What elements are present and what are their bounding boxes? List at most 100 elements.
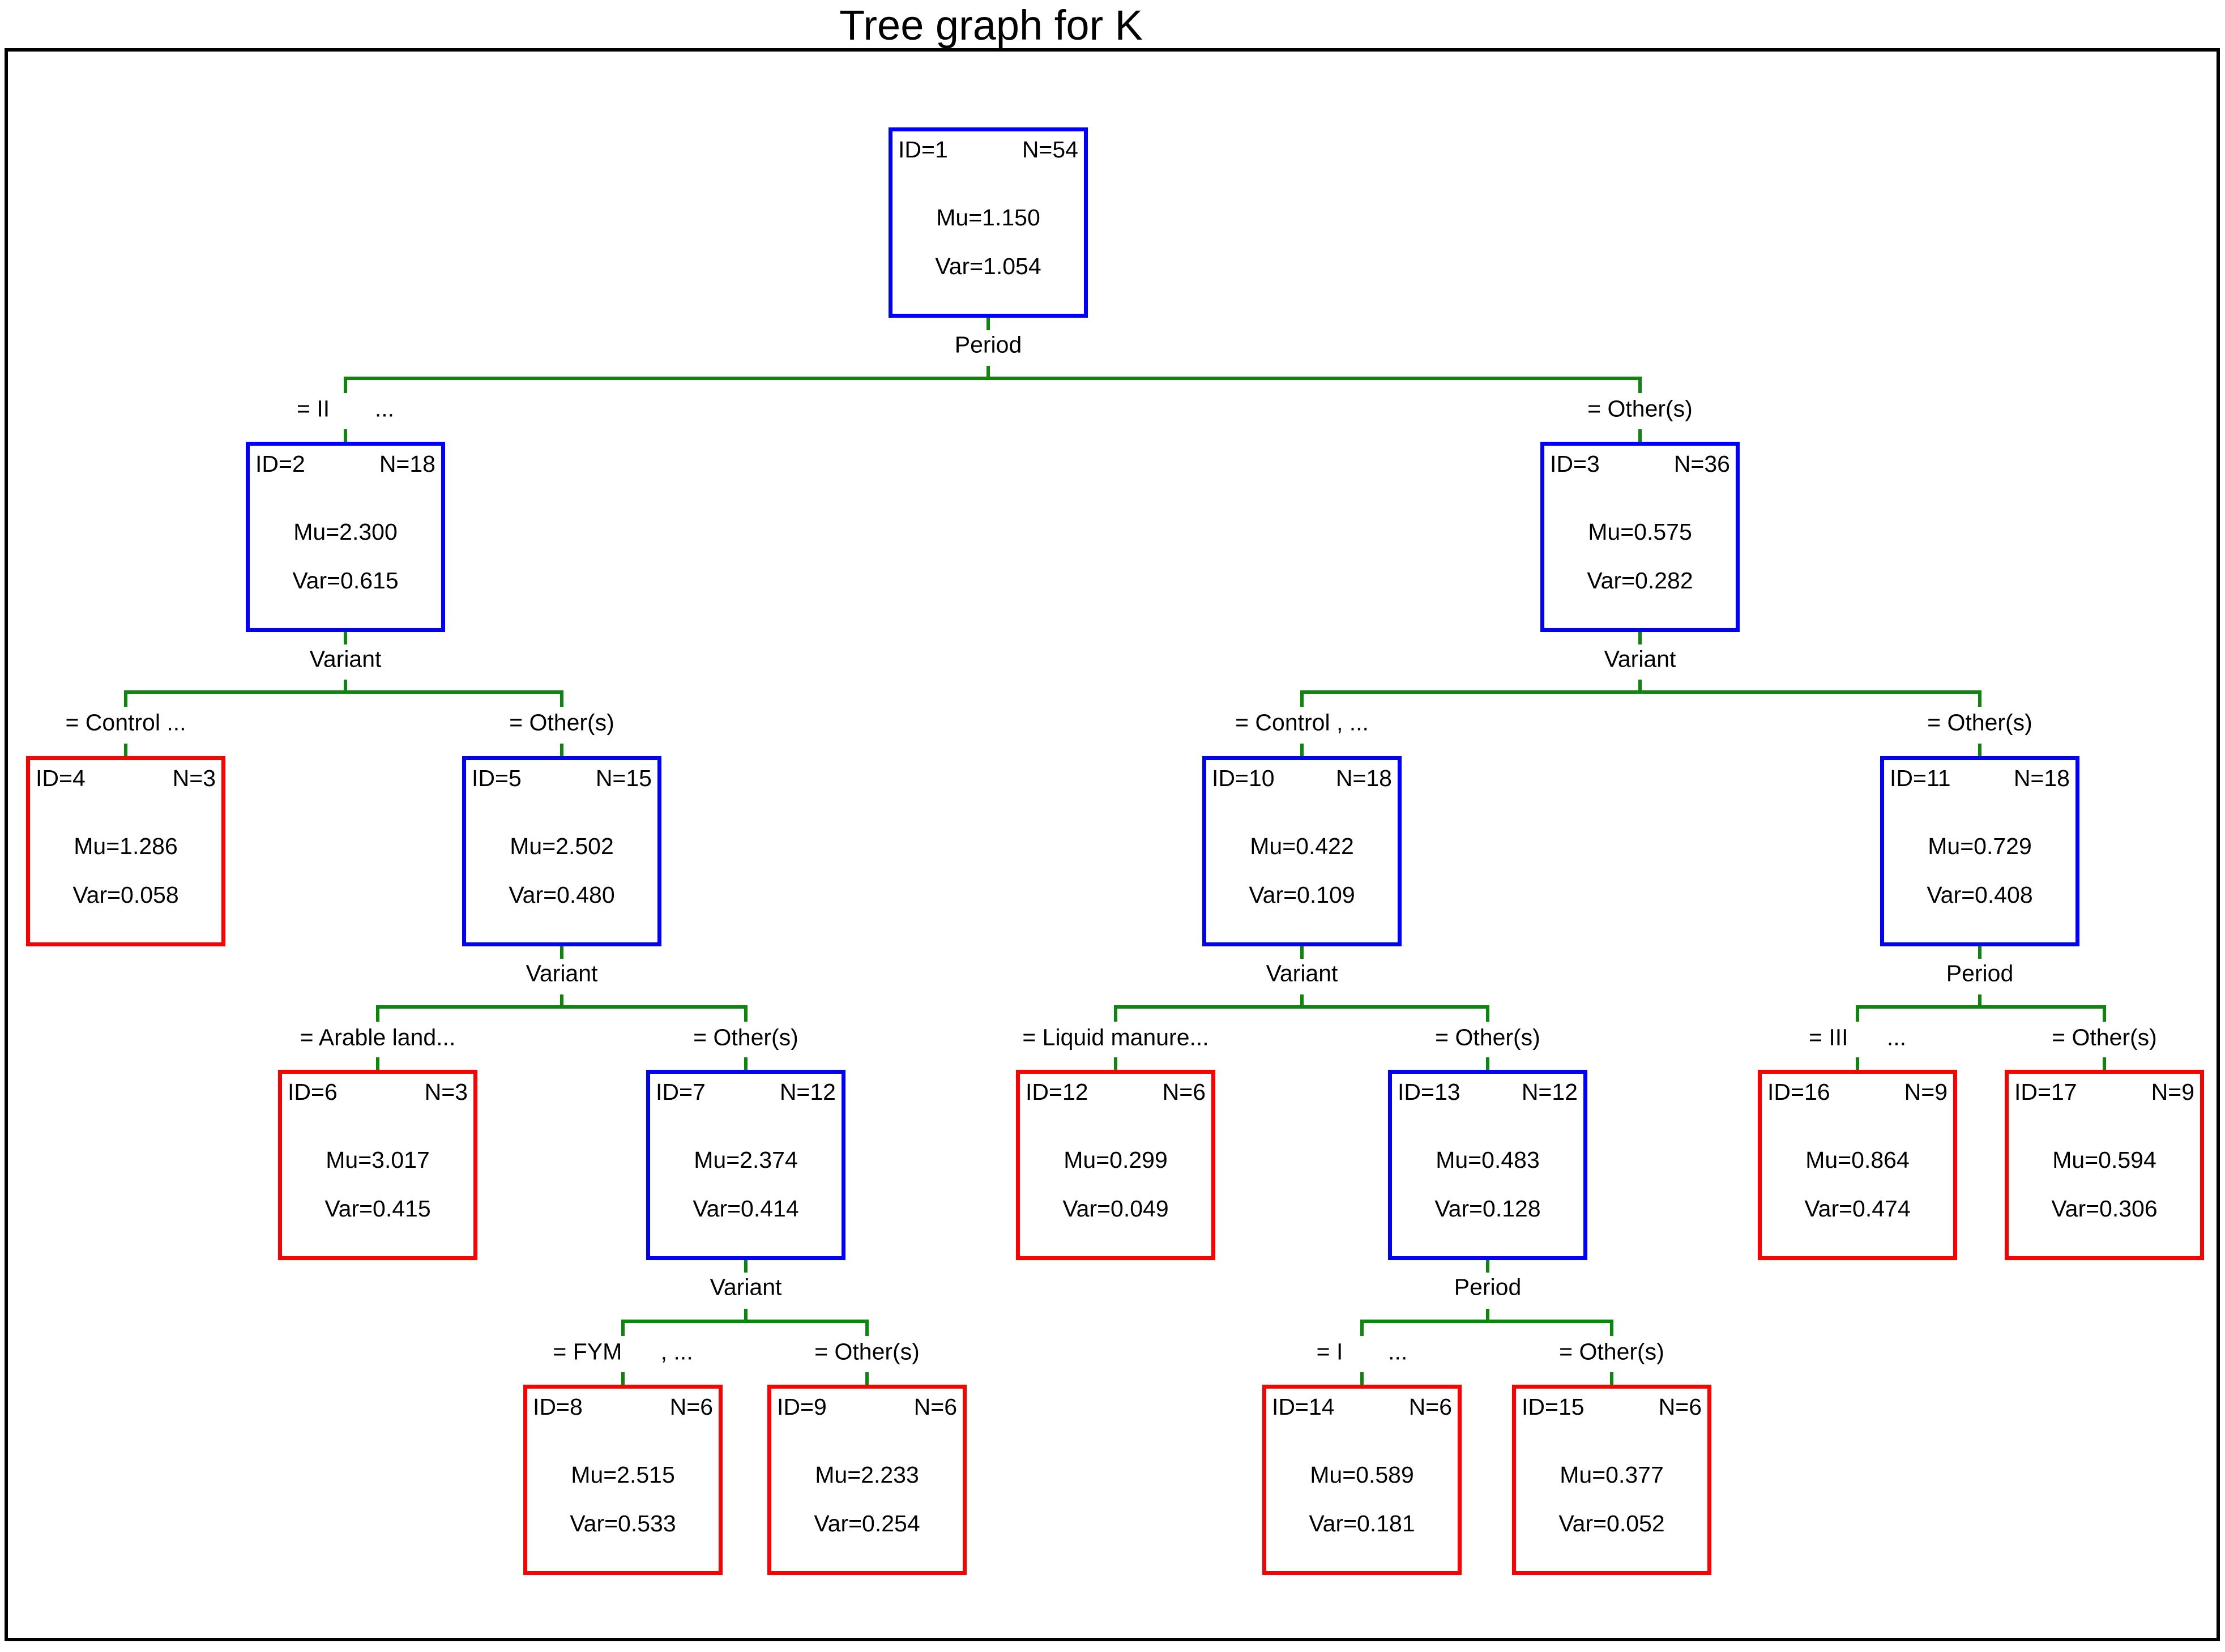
connector-parent-tick xyxy=(744,1260,748,1273)
connector-end-tick xyxy=(344,378,347,393)
node-var-label: Var=0.306 xyxy=(2051,1196,2158,1222)
connector-horizontal-line xyxy=(621,1320,869,1323)
connector-horizontal-line xyxy=(376,1005,748,1009)
connector-child-tick xyxy=(1114,1057,1117,1070)
node-var-label: Var=0.474 xyxy=(1804,1196,1911,1222)
connector-horizontal-line xyxy=(124,690,563,694)
node-mu-label: Mu=0.864 xyxy=(1805,1147,1910,1173)
node-id-label: ID=14 xyxy=(1272,1394,1335,1420)
node-var-label: Var=0.049 xyxy=(1062,1196,1169,1222)
node-var-label: Var=0.480 xyxy=(509,882,615,908)
branch-condition-label: = FYM , ... xyxy=(553,1338,693,1365)
plot-border xyxy=(5,48,2220,1641)
node-var-label: Var=0.052 xyxy=(1558,1510,1665,1536)
split-variable-label: Variant xyxy=(1604,646,1676,672)
connector-parent-tick xyxy=(560,946,563,959)
branch-condition-label: = Other(s) xyxy=(1927,709,2032,736)
branch-condition-label: = Other(s) xyxy=(693,1024,798,1051)
node-n-label: N=3 xyxy=(424,1079,468,1105)
node-var-label: Var=0.254 xyxy=(814,1510,920,1536)
connector-child-tick xyxy=(744,1057,748,1070)
node-id-label: ID=11 xyxy=(1890,765,1951,791)
node-mu-label: Mu=0.483 xyxy=(1436,1147,1540,1173)
connector-parent-tick xyxy=(1978,946,1981,959)
node-mu-label: Mu=2.515 xyxy=(571,1462,675,1488)
node-id-label: ID=9 xyxy=(777,1394,827,1420)
connector-prejoin-tick xyxy=(344,680,347,692)
node-var-label: Var=0.615 xyxy=(292,567,399,594)
connector-end-tick xyxy=(865,1321,869,1336)
node-id-label: ID=4 xyxy=(36,765,86,791)
branch-condition-label: = Control ... xyxy=(65,709,186,736)
node-mu-label: Mu=3.017 xyxy=(326,1147,430,1173)
connector-parent-tick xyxy=(986,318,990,330)
node-id-label: ID=13 xyxy=(1398,1079,1460,1105)
node-id-label: ID=10 xyxy=(1212,765,1275,791)
connector-horizontal-line xyxy=(344,377,1642,380)
branch-condition-label: = Control , ... xyxy=(1235,709,1369,736)
connector-child-tick xyxy=(1978,744,1981,756)
node-id-label: ID=8 xyxy=(533,1394,583,1420)
connector-horizontal-line xyxy=(1114,1005,1489,1009)
connector-end-tick xyxy=(124,692,127,707)
connector-child-tick xyxy=(1300,744,1304,756)
node-var-label: Var=0.181 xyxy=(1309,1510,1415,1536)
connector-child-tick xyxy=(2103,1057,2106,1070)
branch-condition-label: = Arable land... xyxy=(300,1024,456,1051)
node-mu-label: Mu=2.233 xyxy=(815,1462,919,1488)
connector-end-tick xyxy=(1486,1007,1489,1022)
connector-end-tick xyxy=(560,692,563,707)
connector-end-tick xyxy=(1114,1007,1117,1022)
node-id-label: ID=1 xyxy=(898,136,948,163)
node-mu-label: Mu=0.594 xyxy=(2052,1147,2156,1173)
split-variable-label: Period xyxy=(1454,1274,1522,1300)
connector-end-tick xyxy=(2103,1007,2106,1022)
connector-end-tick xyxy=(376,1007,379,1022)
node-var-label: Var=1.054 xyxy=(935,253,1041,279)
split-variable-label: Period xyxy=(1946,960,2014,987)
node-var-label: Var=0.109 xyxy=(1249,882,1355,908)
node-id-label: ID=16 xyxy=(1767,1079,1830,1105)
connector-end-tick xyxy=(1978,692,1981,707)
connector-horizontal-line xyxy=(1360,1320,1613,1323)
node-mu-label: Mu=0.422 xyxy=(1250,833,1354,859)
branch-condition-label: = Other(s) xyxy=(2052,1024,2157,1051)
connector-parent-tick xyxy=(1486,1260,1489,1273)
connector-end-tick xyxy=(1856,1007,1859,1022)
connector-child-tick xyxy=(124,744,127,756)
node-var-label: Var=0.533 xyxy=(570,1510,676,1536)
branch-condition-label: = Other(s) xyxy=(1559,1338,1664,1365)
node-n-label: N=18 xyxy=(379,451,435,477)
split-variable-label: Variant xyxy=(526,960,598,987)
connector-parent-tick xyxy=(1638,632,1642,644)
branch-condition-label: = Other(s) xyxy=(1587,395,1693,422)
node-n-label: N=12 xyxy=(779,1079,836,1105)
connector-end-tick xyxy=(1360,1321,1364,1336)
node-n-label: N=3 xyxy=(172,765,216,791)
connector-horizontal-line xyxy=(1856,1005,2106,1009)
node-n-label: N=36 xyxy=(1673,451,1730,477)
node-mu-label: Mu=2.300 xyxy=(293,519,398,545)
connector-prejoin-tick xyxy=(1978,994,1981,1007)
node-var-label: Var=0.415 xyxy=(324,1196,431,1222)
connector-horizontal-line xyxy=(1300,690,1981,694)
branch-condition-label: = II ... xyxy=(296,395,395,422)
connector-prejoin-tick xyxy=(744,1309,748,1321)
node-n-label: N=6 xyxy=(1162,1079,1206,1105)
split-variable-label: Variant xyxy=(710,1274,782,1300)
connector-child-tick xyxy=(1638,429,1642,442)
connector-end-tick xyxy=(1610,1321,1613,1336)
node-mu-label: Mu=0.589 xyxy=(1310,1462,1414,1488)
node-id-label: ID=12 xyxy=(1026,1079,1088,1105)
node-n-label: N=9 xyxy=(1904,1079,1948,1105)
node-id-label: ID=5 xyxy=(472,765,522,791)
connector-child-tick xyxy=(1360,1372,1364,1385)
